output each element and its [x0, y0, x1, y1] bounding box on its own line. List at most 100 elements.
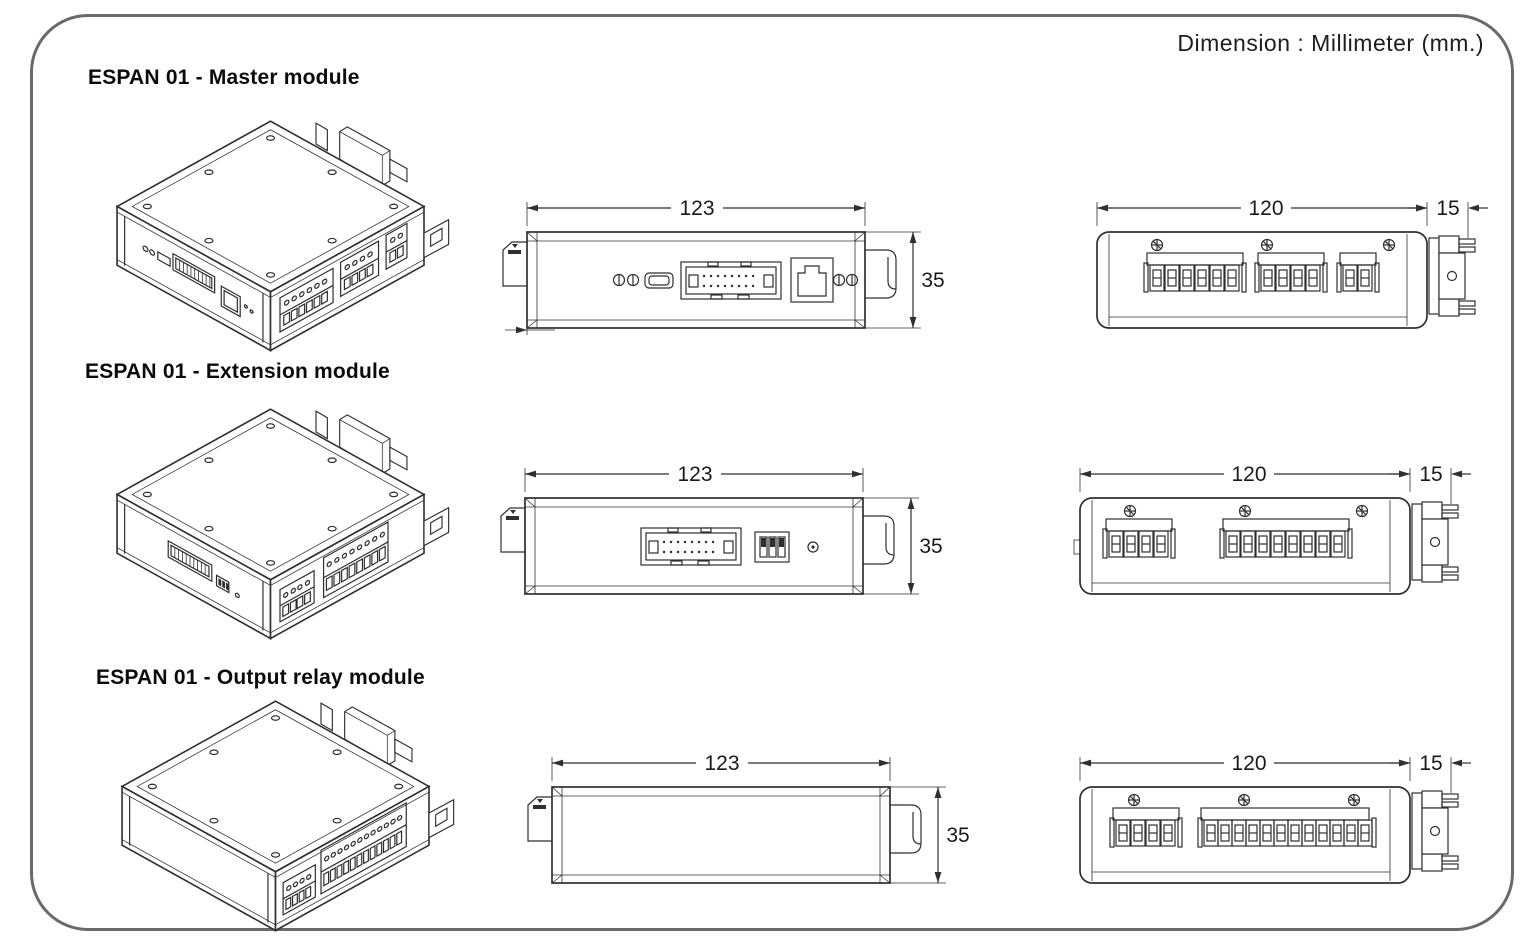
output-relay-side-view: 120 15 [1079, 752, 1471, 884]
module-body [526, 231, 866, 329]
side-face-terminals [283, 803, 406, 915]
page-border [30, 14, 1514, 931]
dimension-note: Dimension : Millimeter (mm.) [1177, 30, 1484, 56]
height-dimension: 35 [865, 231, 945, 329]
top-screws [142, 423, 400, 566]
terminal-block-12 [1197, 807, 1377, 848]
terminal-screw [1260, 238, 1274, 252]
terminal-block-2 [386, 224, 407, 270]
led-indicator [612, 273, 626, 287]
output-relay-isometric-view [120, 700, 455, 932]
led-indicator [150, 249, 155, 256]
top-screws [147, 715, 405, 858]
master-side-view: 120 15 [1096, 197, 1488, 329]
section-label-master: ESPAN 01 - Master module [88, 66, 360, 89]
din-rail-clip-back [315, 410, 412, 504]
extension-isometric-view [115, 408, 450, 640]
section-label-output-relay: ESPAN 01 - Output relay module [96, 666, 425, 689]
mount-lug [502, 241, 528, 287]
module-body [1079, 786, 1411, 884]
terminal-screw [1150, 238, 1164, 252]
terminal-block-4 [1109, 807, 1183, 848]
module-body [551, 786, 891, 884]
din-hook [862, 515, 895, 565]
front-width-label: 123 [677, 463, 712, 486]
extension-front-view: 123 35 [500, 463, 943, 595]
extension-side-view: 120 15 [1073, 463, 1471, 595]
width-dimension: 123 [551, 752, 891, 781]
terminal-block-6 [280, 268, 333, 332]
rj45-port [221, 286, 240, 316]
idc-connector [168, 541, 212, 581]
terminal-block-4 [280, 571, 314, 622]
wall-mount-flange [423, 218, 450, 259]
led-indicator [626, 273, 640, 287]
terminal-block-2 [1336, 252, 1380, 293]
section-label-extension: ESPAN 01 - Extension module [85, 360, 390, 383]
side-face-terminals [280, 224, 407, 332]
front-height-label: 35 [919, 535, 942, 558]
terminal-block-6 [1143, 252, 1247, 293]
din-rail-clip [1411, 790, 1459, 872]
side-width-label: 120 [1231, 463, 1266, 486]
width-dimension: 120 [1079, 463, 1411, 492]
terminal-block-4 [1102, 518, 1176, 559]
terminal-screw [1123, 504, 1137, 518]
module-body [1073, 497, 1411, 595]
mini-usb-port [644, 272, 674, 289]
rj45-port [790, 257, 834, 303]
width-dimension: 120 [1079, 752, 1411, 781]
width-dimension: 120 [1096, 197, 1428, 226]
terminal-screw [1382, 238, 1396, 252]
front-face-connectors [125, 216, 263, 342]
front-face [130, 796, 268, 922]
side-width-label: 120 [1248, 197, 1283, 220]
led-indicator [845, 273, 859, 287]
clip-depth-label: 15 [1419, 752, 1442, 775]
led-indicator [143, 245, 148, 252]
wall-mount-flange [428, 798, 455, 839]
detail-marker [505, 325, 555, 335]
clip-dimension: 15 [1390, 463, 1471, 504]
top-screws [142, 135, 400, 278]
din-hook [889, 804, 922, 854]
front-height-label: 35 [946, 824, 969, 847]
width-dimension: 123 [526, 197, 866, 226]
terminal-screw [1127, 793, 1141, 807]
mount-lug [500, 507, 526, 553]
clip-depth-label: 15 [1419, 463, 1442, 486]
front-face-connectors [125, 504, 263, 630]
wall-mount-flange [423, 506, 450, 547]
terminal-screw [1237, 793, 1251, 807]
idc-connector [173, 254, 215, 293]
module-body [1096, 231, 1428, 329]
clip-depth-label: 15 [1436, 197, 1459, 220]
side-width-label: 120 [1231, 752, 1266, 775]
width-dimension: 123 [524, 463, 864, 492]
terminal-block-4 [1254, 252, 1328, 293]
terminal-block-8 [1219, 518, 1353, 559]
led-indicator [235, 592, 239, 598]
dip-switch [217, 575, 229, 592]
height-dimension: 35 [863, 497, 943, 595]
height-dimension: 35 [890, 786, 970, 884]
clip-dimension: 15 [1390, 752, 1471, 793]
side-face-terminals [280, 522, 388, 622]
output-relay-front-view: 123 35 [527, 752, 970, 884]
front-height-label: 35 [921, 269, 944, 292]
master-isometric-view [115, 120, 450, 352]
clip-dimension: 15 [1407, 197, 1488, 238]
terminal-screw [1355, 504, 1369, 518]
terminal-block-8 [324, 522, 388, 598]
dip-switch [754, 531, 790, 563]
terminal-block-12 [321, 803, 406, 894]
mount-lug [527, 796, 553, 842]
front-width-label: 123 [679, 197, 714, 220]
terminal-screw [1347, 793, 1361, 807]
front-width-label: 123 [704, 752, 739, 775]
idc-connector [679, 260, 783, 301]
terminal-screw [1238, 504, 1252, 518]
din-rail-clip [1411, 501, 1459, 583]
master-front-view: 123 35 [502, 197, 945, 335]
